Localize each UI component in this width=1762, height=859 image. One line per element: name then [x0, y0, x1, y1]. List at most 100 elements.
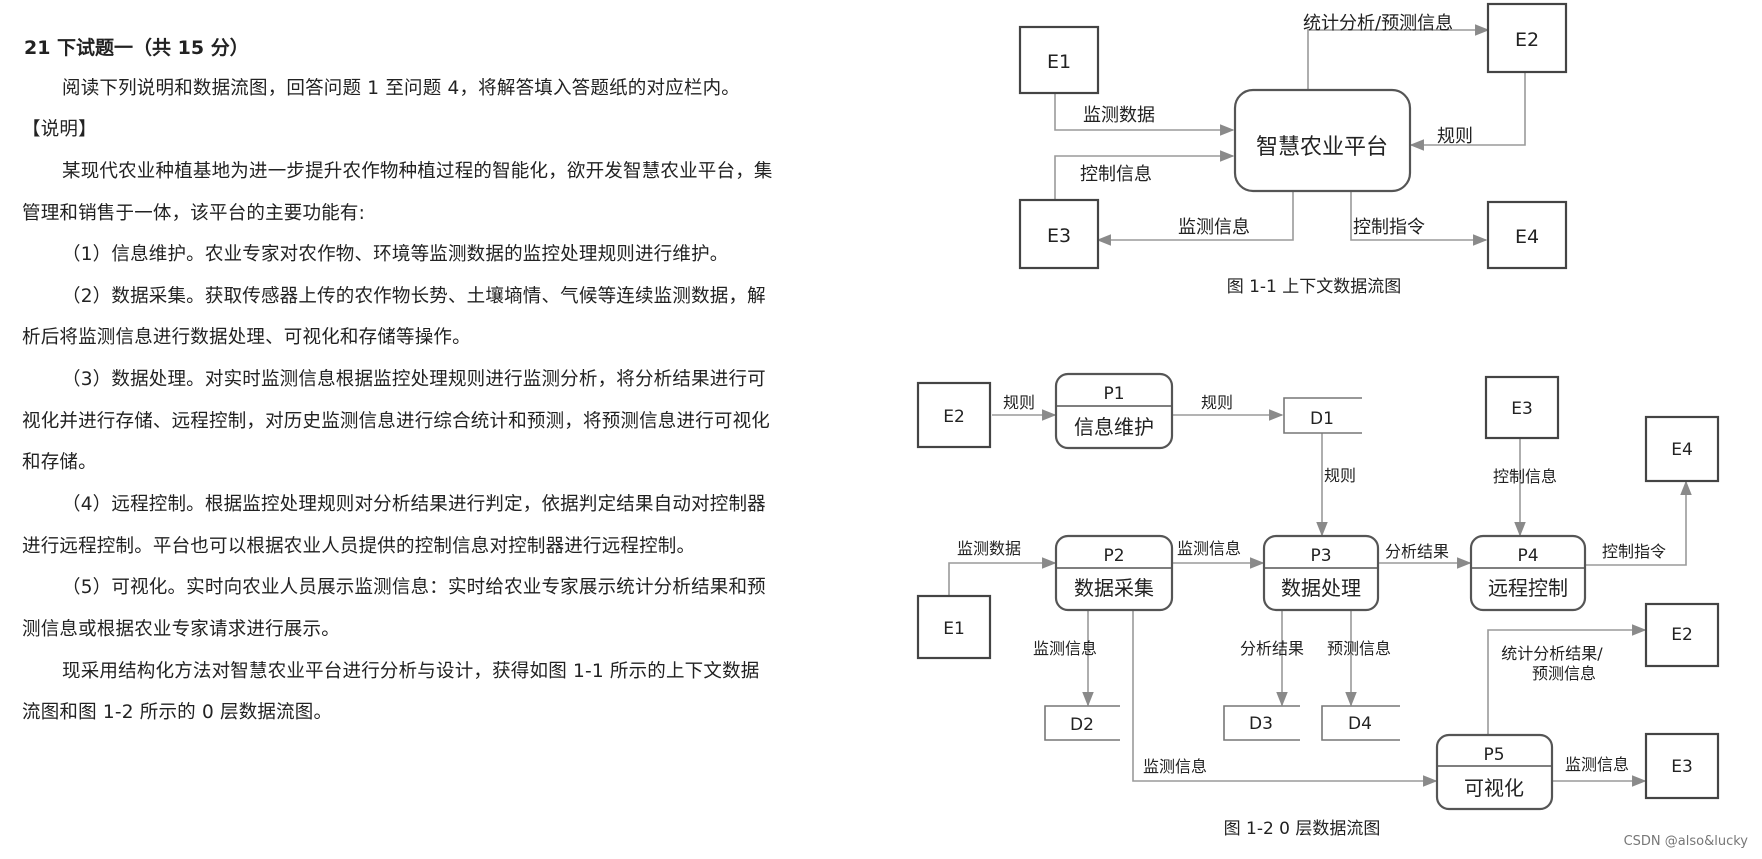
context-entity-e3: [1018, 198, 1100, 270]
context-entity-e2-label: E2: [1515, 29, 1539, 51]
level0-entity-e3-top-label: E3: [1511, 399, 1533, 419]
process-p4-id: P4: [1517, 546, 1538, 566]
flow-label-stats-forecast: 统计分析/预测信息: [1303, 13, 1453, 34]
level0-entity-e4-label: E4: [1671, 440, 1693, 460]
store-d3-label: D3: [1249, 714, 1273, 734]
edge-p5-e2: [1487, 624, 1647, 735]
store-d1: [1283, 397, 1362, 434]
process-p1-name: 信息维护: [1074, 415, 1154, 439]
level0-entity-e3-bottom-label: E3: [1671, 757, 1693, 777]
process-p2-id: P2: [1103, 546, 1124, 566]
flow-label-monitor-data: 监测数据: [1083, 105, 1155, 126]
flow-label-p4-e4: 控制指令: [1602, 542, 1666, 561]
section-label: 【说明】: [22, 119, 97, 140]
edge-p4-e4: [1585, 480, 1692, 566]
flow-label-d1-p3: 规则: [1324, 466, 1356, 485]
function-4-cont: 进行远程控制。平台也可以根据农业人员提供的控制信息对控制器进行远程控制。: [22, 536, 696, 557]
process-p5-id: P5: [1483, 745, 1504, 765]
function-3: （3）数据处理。对实时监测信息根据监控处理规则进行监测分析，将分析结果进行可: [62, 369, 766, 390]
edge-e2-system: [1409, 72, 1526, 151]
context-system-process: [1233, 88, 1412, 193]
figure-1-2-caption: 图 1-2 0 层数据流图: [1224, 819, 1381, 839]
process-p4: P4 远程控制: [1469, 534, 1587, 612]
context-entity-e4: [1486, 200, 1568, 270]
function-3-cont: 和存储。: [22, 452, 97, 473]
flow-label-p2-p5: 监测信息: [1143, 757, 1207, 776]
function-5: （5）可视化。实时向农业人员展示监测信息：实时给农业专家展示统计分析结果和预: [62, 577, 766, 598]
figure-1-1-caption: 图 1-1 上下文数据流图: [1227, 277, 1402, 297]
process-p2: P2 数据采集: [1054, 534, 1174, 612]
context-entity-e1-label: E1: [1047, 51, 1071, 73]
flow-label-control-info: 控制信息: [1080, 164, 1152, 185]
flow-label-e1-p2: 监测数据: [957, 539, 1021, 558]
process-p5: P5 可视化: [1435, 733, 1554, 811]
flow-label-e2-p1: 规则: [1003, 393, 1035, 412]
problem-heading: 21 下试题一（共 15 分）: [24, 37, 249, 59]
store-d3: [1223, 705, 1300, 741]
process-p2-name: 数据采集: [1074, 576, 1154, 600]
flow-label-p3-d4: 预测信息: [1327, 639, 1391, 658]
level0-entity-e4: [1644, 415, 1720, 483]
flow-label-monitor-info: 监测信息: [1178, 217, 1250, 238]
watermark-text: CSDN @also&lucky: [1623, 834, 1748, 849]
process-p4-name: 远程控制: [1488, 576, 1568, 600]
edge-e1-p2: [948, 557, 1057, 595]
method-line-cont: 流图和图 1-2 所示的 0 层数据流图。: [22, 702, 333, 723]
process-p1-id: P1: [1103, 384, 1124, 404]
level0-entity-e2-bottom-label: E2: [1671, 625, 1693, 645]
level0-entity-e3-top: [1484, 375, 1560, 440]
desc-line: 某现代农业种植基地为进一步提升农作物种植过程的智能化，欲开发智慧农业平台，集: [62, 161, 773, 182]
store-d4: [1321, 705, 1400, 741]
flow-label-p5-e2-line2: 预测信息: [1532, 664, 1596, 683]
function-5-cont: 测信息或根据农业专家请求进行展示。: [22, 619, 340, 640]
function-1: （1）信息维护。农业专家对农作物、环境等监测数据的监控处理规则进行维护。: [62, 244, 729, 265]
level0-entity-e2-top-label: E2: [943, 407, 965, 427]
level0-entity-e2-bottom: [1644, 602, 1720, 668]
intro-line: 阅读下列说明和数据流图，回答问题 1 至问题 4，将解答填入答题纸的对应栏内。: [62, 78, 740, 99]
level0-diagram: E2 E3 E4 E1 E2 E3 P1 信息维护 P2 数据采集 P3 数据处…: [916, 372, 1720, 839]
flow-label-p1-d1: 规则: [1201, 393, 1233, 412]
problem-text: 21 下试题一（共 15 分） 阅读下列说明和数据流图，回答问题 1 至问题 4…: [0, 0, 870, 859]
store-d2: [1044, 705, 1120, 741]
store-d4-label: D4: [1348, 714, 1372, 734]
store-d1-label: D1: [1310, 409, 1334, 429]
function-2: （2）数据采集。获取传感器上传的农作物长势、土壤墒情、气候等连续监测数据，解: [62, 286, 766, 307]
flow-label-p3-p4: 分析结果: [1385, 542, 1449, 561]
process-p3-name: 数据处理: [1281, 576, 1361, 600]
edge-system-e4: [1350, 192, 1488, 246]
level0-entity-e1: [916, 594, 992, 660]
function-3-cont: 视化并进行存储、远程控制，对历史监测信息进行综合统计和预测，将预测信息进行可视化: [22, 411, 771, 432]
process-p3: P3 数据处理: [1262, 534, 1380, 612]
flow-label-p5-e3: 监测信息: [1565, 755, 1629, 774]
flow-label-p2-d2: 监测信息: [1033, 639, 1097, 658]
edge-system-e3: [1096, 192, 1294, 246]
context-entity-e4-label: E4: [1515, 226, 1539, 248]
function-4: （4）远程控制。根据监控处理规则对分析结果进行判定，依据判定结果自动对控制器: [62, 494, 766, 515]
context-diagram: E1 E2 E3 E4 智慧农业平台 监测数据 统计分析/预测信息 规则 控制信…: [1018, 2, 1568, 297]
flow-label-p5-e2-line1: 统计分析结果/: [1501, 644, 1603, 663]
edge-e1-system: [1054, 92, 1235, 136]
context-entity-e3-label: E3: [1047, 225, 1071, 247]
desc-line: 管理和销售于一体，该平台的主要功能有:: [22, 203, 366, 224]
method-line: 现采用结构化方法对智慧农业平台进行分析与设计，获得如图 1-1 所示的上下文数据: [62, 661, 760, 682]
context-entity-e1: [1018, 25, 1100, 95]
level0-entity-e2-top: [916, 381, 992, 449]
edge-e3-system: [1054, 150, 1235, 200]
store-d2-label: D2: [1070, 715, 1094, 735]
edge-system-e2: [1307, 24, 1490, 90]
flow-label-e3-p4: 控制信息: [1493, 467, 1557, 486]
process-p3-id: P3: [1310, 546, 1331, 566]
flow-label-p3-d3: 分析结果: [1240, 639, 1304, 658]
level0-entity-e3-bottom: [1644, 732, 1720, 800]
flow-label-control-cmd: 控制指令: [1353, 217, 1425, 238]
context-system-label: 智慧农业平台: [1256, 135, 1388, 160]
process-p1: P1 信息维护: [1054, 372, 1174, 450]
flow-label-rules: 规则: [1437, 126, 1473, 147]
flow-label-p2-p3: 监测信息: [1177, 539, 1241, 558]
level0-entity-e1-label: E1: [943, 619, 965, 639]
edge-p2-p5: [1132, 610, 1438, 787]
function-2-cont: 析后将监测信息进行数据处理、可视化和存储等操作。: [22, 327, 471, 348]
context-entity-e2: [1486, 2, 1568, 74]
process-p5-name: 可视化: [1464, 776, 1524, 800]
